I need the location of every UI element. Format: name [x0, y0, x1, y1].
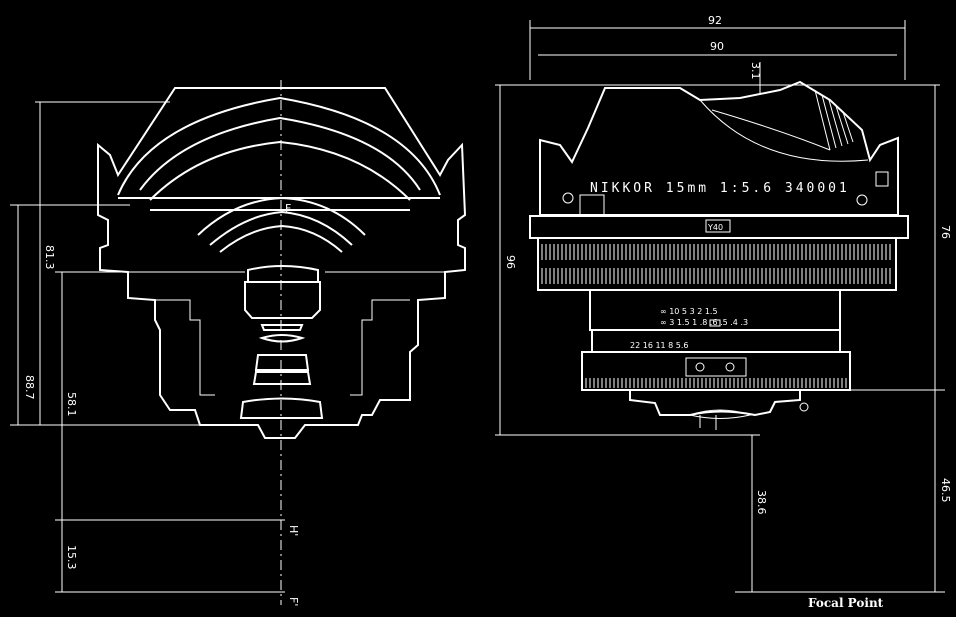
hood-index-mark-right [856, 194, 868, 206]
lens-hood-section [97, 87, 467, 439]
dim-15-3: 15.3 [65, 545, 78, 570]
hood-index-mark-left [562, 192, 574, 204]
distance-scale-ft: ∞ 10 5 3 2 1.5 [660, 307, 718, 316]
aperture-ring-knurling [585, 378, 847, 388]
cross-section-view: F [97, 80, 467, 605]
aperture-scale: 22 16 11 8 5.6 [630, 341, 689, 350]
front-element [117, 96, 441, 196]
dim-88-7: 88.7 [23, 375, 36, 400]
lens-mount [629, 389, 801, 417]
filter-turret [685, 357, 747, 377]
focal-point-label: Focal Point [808, 596, 884, 610]
dim-76: 76 [939, 225, 952, 239]
lens-name-text: NIKKOR 15mm 1:5.6 340001 [590, 181, 850, 196]
second-element [197, 196, 366, 236]
hood-hatching [814, 89, 854, 151]
label-f: F [285, 202, 291, 215]
dim-92: 92 [708, 14, 722, 27]
front-element-inner [139, 116, 421, 191]
label-f-prime: F' [287, 597, 300, 606]
dim-38-6: 38.6 [755, 490, 768, 515]
dim-3-1: 3.1 [749, 62, 762, 80]
dim-81-3: 81.3 [43, 245, 56, 270]
focus-mark-text: Y40 [707, 223, 723, 232]
lens-hood [539, 80, 899, 216]
rear-element-2 [254, 354, 310, 371]
dim-46-5: 46.5 [939, 478, 952, 503]
left-dimensions: 88.7 81.3 58.1 15.3 H' F' [10, 101, 300, 606]
focus-mark-box [705, 219, 731, 233]
inner-doublet [244, 281, 321, 319]
distance-scale-m: ∞ 3 1.5 1 .8 .6 .5 .4 .3 [660, 318, 748, 327]
rear-small-element-1 [260, 324, 304, 331]
label-h-prime: H' [287, 525, 300, 536]
dim-96: 96 [504, 255, 517, 269]
hood-release-button [579, 194, 605, 216]
focus-index [709, 319, 721, 327]
hood-lock-icon [875, 171, 889, 187]
rear-element-3 [239, 397, 324, 419]
dim-58-1: 58.1 [65, 392, 78, 417]
exterior-view: 92 90 3.1 NIKKOR 15mm 1:5.6 340001 Y40 [495, 14, 952, 610]
focus-ring-knurling [541, 244, 891, 284]
mount-lever [799, 402, 809, 412]
dim-90: 90 [710, 40, 724, 53]
